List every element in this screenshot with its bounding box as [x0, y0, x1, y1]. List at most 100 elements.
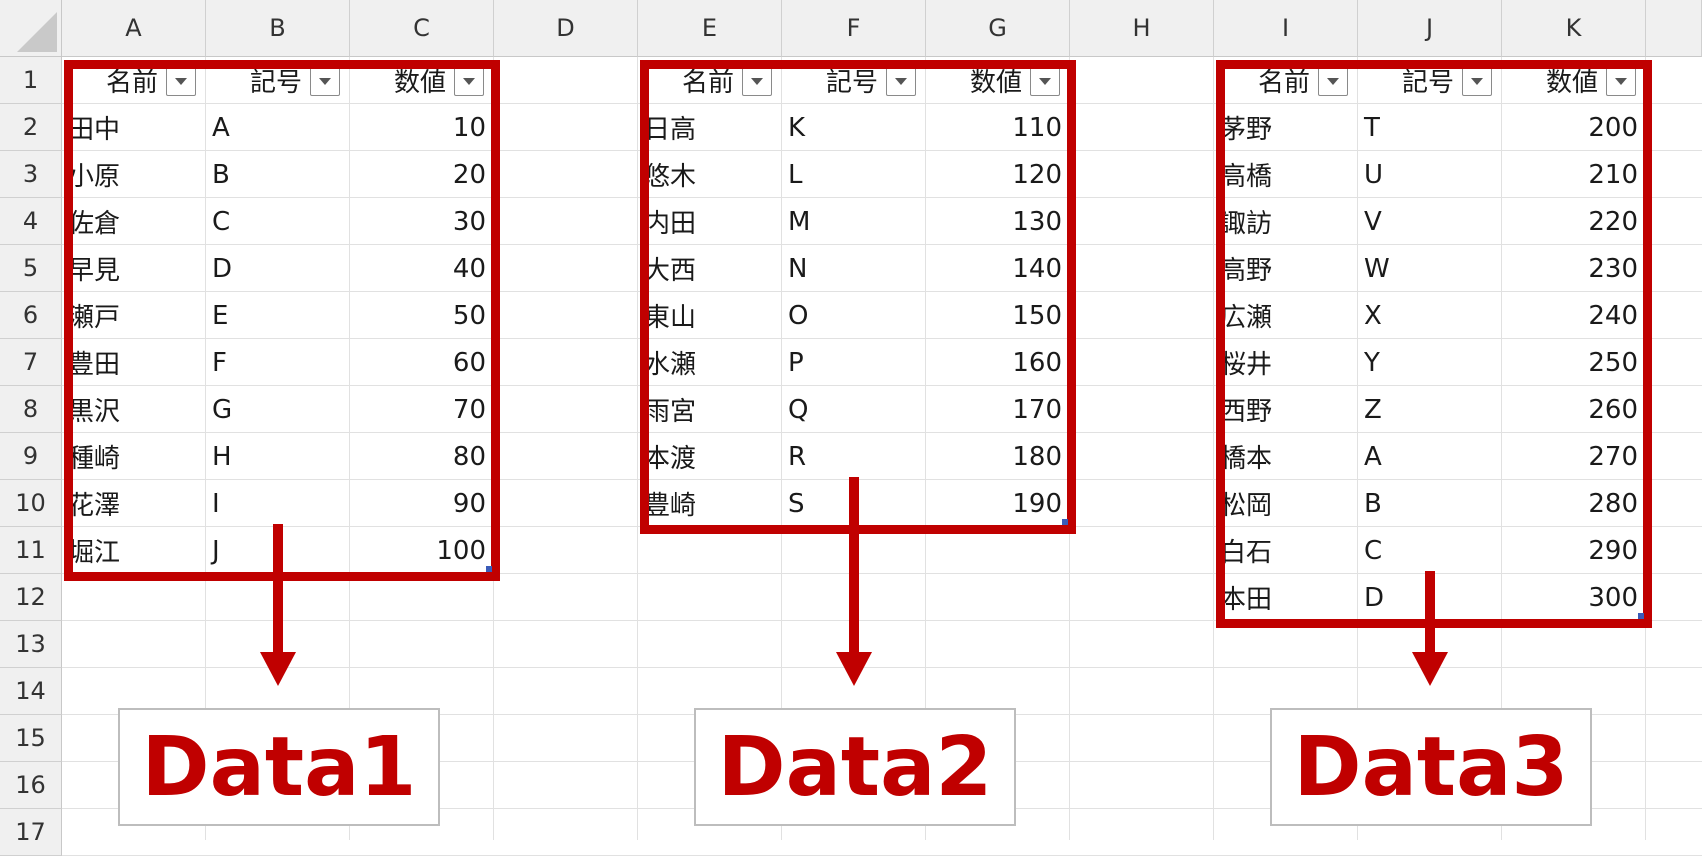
- row-header-3[interactable]: 3: [0, 151, 62, 198]
- column-header-d[interactable]: D: [494, 0, 638, 57]
- row-header-8[interactable]: 8: [0, 386, 62, 433]
- table1-cell[interactable]: J: [212, 535, 220, 566]
- table3-cell[interactable]: C: [1364, 535, 1383, 566]
- row-header-14[interactable]: 14: [0, 668, 62, 715]
- table2-cell[interactable]: 東山: [644, 303, 697, 333]
- row-header-11[interactable]: 11: [0, 527, 62, 574]
- table2-cell[interactable]: 本渡: [644, 444, 697, 474]
- row-header-15[interactable]: 15: [0, 715, 62, 762]
- table1-cell[interactable]: 90: [452, 488, 486, 519]
- table2-cell[interactable]: 大西: [644, 256, 697, 286]
- table1-cell[interactable]: 70: [452, 394, 486, 425]
- table2-cell[interactable]: K: [788, 112, 806, 143]
- table3-cell[interactable]: 270: [1588, 441, 1638, 472]
- table3-cell[interactable]: 橋本: [1220, 444, 1273, 474]
- table1-cell[interactable]: B: [212, 159, 230, 190]
- row-header-2[interactable]: 2: [0, 104, 62, 151]
- table3-cell[interactable]: W: [1364, 253, 1390, 284]
- table1-cell[interactable]: 田中: [68, 115, 121, 145]
- table1-cell[interactable]: 早見: [68, 256, 121, 286]
- table1-cell[interactable]: E: [212, 300, 229, 331]
- table3-cell[interactable]: B: [1364, 488, 1382, 519]
- table-resize-handle-icon[interactable]: [1062, 519, 1068, 525]
- table3-cell[interactable]: 本田: [1220, 585, 1273, 615]
- row-header-10[interactable]: 10: [0, 480, 62, 527]
- table1-cell[interactable]: 佐倉: [68, 209, 121, 239]
- table1-cell[interactable]: H: [212, 441, 232, 472]
- table3-cell[interactable]: 230: [1588, 253, 1638, 284]
- filter-dropdown-icon[interactable]: [1030, 66, 1060, 96]
- table3-cell[interactable]: 240: [1588, 300, 1638, 331]
- table1-cell[interactable]: 瀬戸: [68, 303, 121, 333]
- table3-cell[interactable]: 210: [1588, 159, 1638, 190]
- table1-cell[interactable]: 60: [452, 347, 486, 378]
- table2-cell[interactable]: L: [788, 159, 803, 190]
- select-all-corner[interactable]: [0, 0, 62, 57]
- table2-cell[interactable]: N: [788, 253, 808, 284]
- table1-cell[interactable]: 20: [452, 159, 486, 190]
- table2-cell[interactable]: 悠木: [644, 162, 697, 192]
- table1-cell[interactable]: 100: [436, 535, 486, 566]
- table1-cell[interactable]: 黒沢: [68, 397, 121, 427]
- table2-cell[interactable]: 内田: [644, 209, 697, 239]
- table3-cell[interactable]: 260: [1588, 394, 1638, 425]
- table1-cell[interactable]: A: [212, 112, 230, 143]
- table3-cell[interactable]: U: [1364, 159, 1384, 190]
- table-resize-handle-icon[interactable]: [486, 566, 492, 572]
- table1-cell[interactable]: 30: [452, 206, 486, 237]
- table1-cell[interactable]: F: [212, 347, 227, 378]
- table3-cell[interactable]: 松岡: [1220, 491, 1273, 521]
- row-header-5[interactable]: 5: [0, 245, 62, 292]
- table2-cell[interactable]: 170: [1012, 394, 1062, 425]
- table3-cell[interactable]: 高野: [1220, 256, 1273, 286]
- table3-cell[interactable]: 桜井: [1220, 350, 1273, 380]
- table2-cell[interactable]: 190: [1012, 488, 1062, 519]
- table2-cell[interactable]: 150: [1012, 300, 1062, 331]
- table2-cell[interactable]: 豊崎: [644, 491, 697, 521]
- row-header-4[interactable]: 4: [0, 198, 62, 245]
- table2-cell[interactable]: 180: [1012, 441, 1062, 472]
- table1-cell[interactable]: 10: [452, 112, 486, 143]
- table3-cell[interactable]: 白石: [1220, 538, 1273, 568]
- table1-cell[interactable]: C: [212, 206, 231, 237]
- table1-cell[interactable]: G: [212, 394, 233, 425]
- table2-cell[interactable]: M: [788, 206, 811, 237]
- row-header-1[interactable]: 1: [0, 57, 62, 104]
- table3-cell[interactable]: 290: [1588, 535, 1638, 566]
- row-header-13[interactable]: 13: [0, 621, 62, 668]
- table2-cell[interactable]: 110: [1012, 112, 1062, 143]
- table1-cell[interactable]: 40: [452, 253, 486, 284]
- table2-cell[interactable]: R: [788, 441, 807, 472]
- table3-cell[interactable]: X: [1364, 300, 1382, 331]
- table3-cell[interactable]: 西野: [1220, 397, 1273, 427]
- table3-cell[interactable]: 250: [1588, 347, 1638, 378]
- table3-cell[interactable]: 200: [1588, 112, 1638, 143]
- table1-cell[interactable]: 豊田: [68, 350, 121, 380]
- table1-cell[interactable]: 堀江: [68, 538, 121, 568]
- table1-cell[interactable]: 50: [452, 300, 486, 331]
- table2-cell[interactable]: Q: [788, 394, 809, 425]
- row-header-6[interactable]: 6: [0, 292, 62, 339]
- row-header-9[interactable]: 9: [0, 433, 62, 480]
- table2-cell[interactable]: 120: [1012, 159, 1062, 190]
- table3-cell[interactable]: Z: [1364, 394, 1382, 425]
- column-header-g[interactable]: G: [926, 0, 1070, 57]
- table3-cell[interactable]: 220: [1588, 206, 1638, 237]
- filter-dropdown-icon[interactable]: [166, 66, 196, 96]
- table3-cell[interactable]: 280: [1588, 488, 1638, 519]
- table2-cell[interactable]: 水瀬: [644, 350, 697, 380]
- table3-cell[interactable]: A: [1364, 441, 1382, 472]
- table1-cell[interactable]: 小原: [68, 162, 121, 192]
- table3-cell[interactable]: 広瀬: [1220, 303, 1273, 333]
- column-header-e[interactable]: E: [638, 0, 782, 57]
- column-header-j[interactable]: J: [1358, 0, 1502, 57]
- table3-cell[interactable]: 諏訪: [1220, 209, 1273, 239]
- table1-cell[interactable]: 種崎: [68, 444, 121, 474]
- table1-cell[interactable]: 花澤: [68, 491, 121, 521]
- column-header-k[interactable]: K: [1502, 0, 1646, 57]
- column-header-c[interactable]: C: [350, 0, 494, 57]
- table2-cell[interactable]: 雨宮: [644, 397, 697, 427]
- table2-cell[interactable]: 日高: [644, 115, 697, 145]
- table2-cell[interactable]: S: [788, 488, 805, 519]
- table3-cell[interactable]: Y: [1364, 347, 1380, 378]
